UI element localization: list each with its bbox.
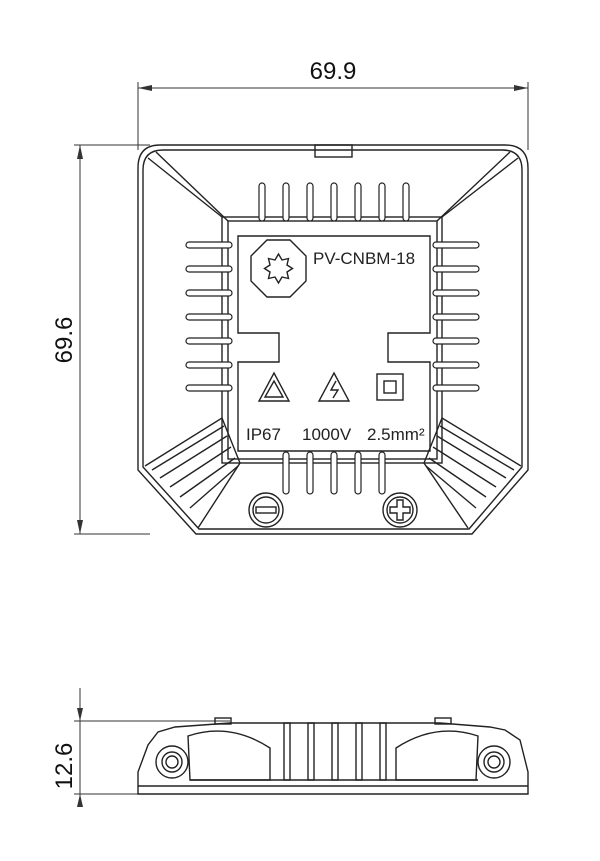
width-dimension: 69.9 (137, 58, 529, 150)
side-view (137, 717, 529, 795)
protection-rating: IP67 (246, 425, 281, 444)
height-dimension: 69.6 (51, 144, 150, 535)
positive-terminal-icon (382, 492, 418, 528)
negative-terminal-icon (248, 492, 284, 528)
high-voltage-icon (317, 371, 351, 402)
bottom-fins (282, 451, 386, 495)
width-value: 69.9 (310, 58, 357, 85)
voltage-rating: 1000V (302, 425, 352, 444)
top-fins (258, 182, 410, 222)
left-fins (185, 241, 233, 392)
cable-rating: 2.5mm² (367, 425, 425, 444)
thickness-dimension: 12.6 (51, 688, 230, 807)
label-panel (237, 235, 431, 452)
right-fins (432, 241, 480, 392)
model-label: PV-CNBM-18 (313, 249, 415, 268)
brand-logo-icon (250, 239, 307, 298)
warning-triangle-icon (257, 371, 291, 402)
height-value: 69.6 (51, 317, 78, 364)
top-view: PV-CNBM-18 IP67 1000V 2.5mm² (137, 144, 529, 535)
thickness-value: 12.6 (51, 743, 78, 790)
double-insulation-icon (376, 373, 404, 401)
